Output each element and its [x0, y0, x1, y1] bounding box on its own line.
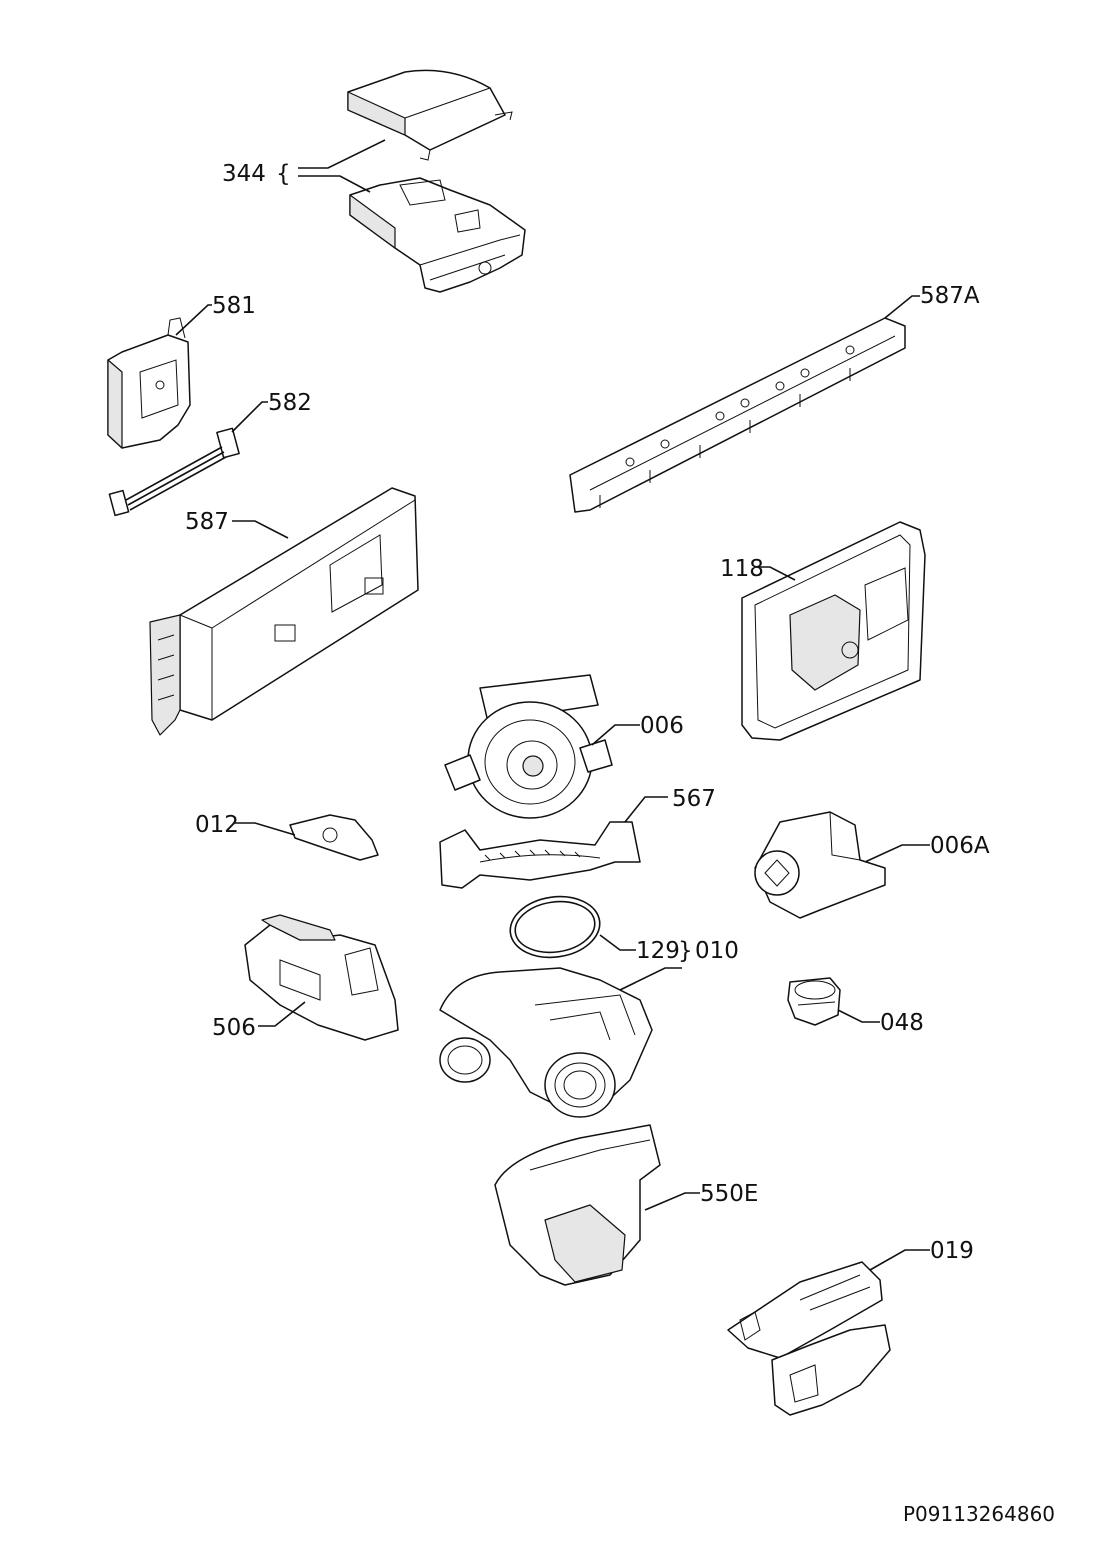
label-006A: 006A [930, 833, 990, 859]
label-587: 587 [185, 509, 229, 535]
leader-019 [869, 1249, 930, 1271]
part-587A-panel [569, 317, 906, 513]
label-118: 118 [720, 556, 764, 582]
leader-587A [884, 295, 920, 319]
part-582-cable [108, 427, 240, 517]
label-567: 567 [672, 786, 716, 812]
leader-587 [232, 520, 289, 539]
part-048-sensor [787, 977, 841, 1026]
part-581-bracket [107, 317, 191, 449]
part-006A-drain-pump [754, 811, 886, 919]
label-012: 012 [195, 812, 239, 838]
label-048: 048 [880, 1010, 924, 1036]
part-019-door-lock [727, 1261, 891, 1416]
label-129: 129 [636, 938, 680, 964]
leader-012 [234, 822, 296, 836]
part-506-sump [244, 914, 399, 1041]
brace-010: } [678, 938, 693, 964]
leader-581 [175, 304, 212, 336]
label-344: 344 [222, 161, 266, 187]
label-010: 010 [695, 938, 739, 964]
part-344-module [349, 177, 526, 293]
label-587A: 587A [920, 283, 980, 309]
leader-582 [231, 401, 268, 433]
label-006: 006 [640, 713, 684, 739]
part-129-o-ring [509, 895, 601, 959]
leader-006A [864, 844, 930, 863]
leader-010 [619, 967, 682, 991]
part-344-cover [347, 69, 513, 161]
part-567-seal [439, 821, 641, 889]
part-587-module [149, 487, 419, 736]
label-550E: 550E [700, 1181, 758, 1207]
label-019: 019 [930, 1238, 974, 1264]
leader-567 [624, 796, 668, 823]
label-506: 506 [212, 1015, 256, 1041]
part-006-pump [444, 674, 613, 819]
leader-048 [837, 1009, 880, 1023]
part-010-circulation-pump [439, 967, 653, 1118]
label-582: 582 [268, 390, 312, 416]
brace-344: { [276, 161, 291, 187]
part-118-dispenser [741, 521, 926, 741]
label-581: 581 [212, 293, 256, 319]
part-012-sensor [289, 814, 379, 861]
leader-129 [599, 934, 636, 951]
leader-550E [644, 1192, 700, 1211]
leader-506 [258, 1001, 306, 1027]
leader-006 [591, 724, 640, 746]
document-number: P09113264860 [903, 1502, 1055, 1526]
leader-344 [298, 139, 386, 193]
leader-118 [756, 566, 796, 581]
part-550E-cover [494, 1124, 661, 1286]
